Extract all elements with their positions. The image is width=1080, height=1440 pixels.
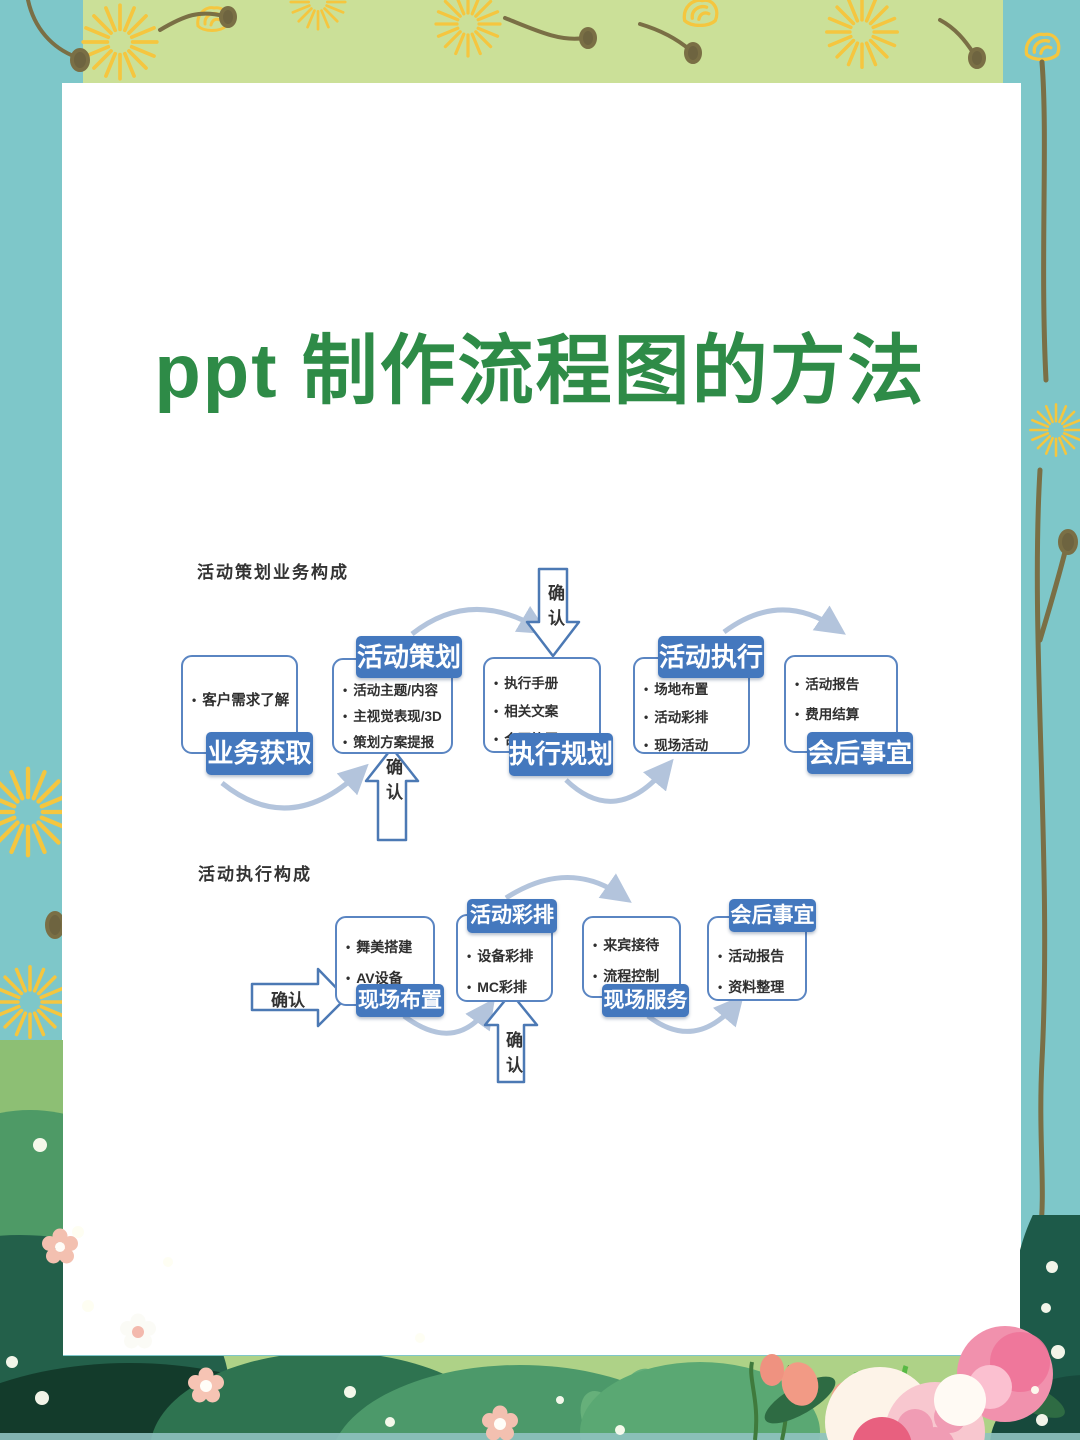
bullet-item: 设备彩排 — [467, 941, 549, 972]
badge-onsite-service: 现场服务 — [602, 984, 689, 1017]
bullet-item: 流程控制 — [593, 961, 677, 992]
badge-business-acquisition: 业务获取 — [206, 732, 313, 775]
bullet-item: 相关文案 — [494, 698, 597, 726]
bullet-item: 主视觉表现/3D — [343, 704, 449, 730]
bullet-item: MC彩排 — [467, 972, 549, 1003]
bullet-item: 策划方案提报 — [343, 730, 449, 756]
bullet-item: 客户需求了解 — [192, 689, 294, 710]
bullet-item: 活动报告 — [795, 670, 894, 700]
badge-execution-planning: 执行规划 — [509, 733, 613, 776]
confirm-label: 确认 — [503, 1031, 522, 1081]
bullet-item: 费用结算 — [795, 700, 894, 730]
bullet-item: 来宾接待 — [593, 930, 677, 961]
bullet-item: 活动彩排 — [644, 704, 746, 732]
bullet-item: AV设备 — [346, 963, 431, 994]
bullet-item: 资料整理 — [718, 972, 803, 1003]
bullet-item: 活动报告 — [718, 941, 803, 972]
confirm-label: 确认 — [383, 758, 402, 808]
badge-post-event: 会后事宜 — [807, 732, 913, 774]
badge-post-event-2: 会后事宜 — [729, 899, 816, 932]
confirm-label: 确认 — [545, 584, 564, 634]
floral-border-top-strip — [83, 0, 1003, 83]
badge-event-planning: 活动策划 — [356, 636, 462, 678]
bullet-item: 现场活动 — [644, 732, 746, 760]
flowchart1-title: 活动策划业务构成 — [197, 563, 349, 582]
bullet-item: 执行手册 — [494, 670, 597, 698]
badge-event-rehearsal: 活动彩排 — [467, 899, 557, 933]
confirm-label: 确认 — [271, 991, 305, 1010]
bullet-item: 场地布置 — [644, 676, 746, 704]
bullet-item: 活动主题/内容 — [343, 678, 449, 704]
badge-site-setup: 现场布置 — [356, 984, 444, 1017]
page-title: ppt 制作流程图的方法 — [154, 329, 926, 414]
bullet-item: 舞美搭建 — [346, 932, 431, 963]
flowchart2-title: 活动执行构成 — [198, 865, 312, 884]
badge-event-execution: 活动执行 — [658, 636, 764, 678]
